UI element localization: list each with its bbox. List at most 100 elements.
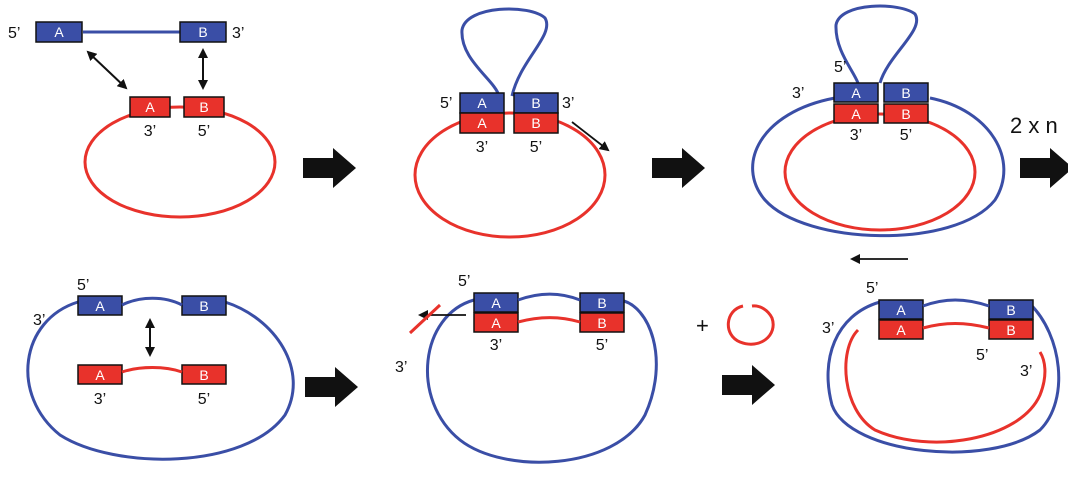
probe-arm-a-label: A [54,24,64,40]
panel-1: A B 5’ 3’ A B 3’ 5’ [8,21,277,219]
new-template-bridge [121,366,183,374]
step-arrow-2 [652,148,705,188]
panel-3: A B A B 5’ 3’ 3’ 5’ 2 x n [751,4,1068,238]
product-bridge [517,292,581,302]
step-arrow-5 [722,365,775,405]
probe-loop [834,4,919,84]
probe-arm-b [883,82,929,103]
template-site-a-label: A [851,106,861,122]
panel-5: A B A B 5’ 3’ 3’ 5’ + [395,273,775,464]
template-5prime-label: 5’ [198,123,210,140]
probe-arm-a [833,82,879,103]
template-3prime-label: 3’ [1020,363,1032,380]
circular-template [783,112,977,232]
product-site-b [579,292,625,313]
product-site-a-label: A [95,298,105,314]
product-site-b [181,295,227,316]
product-site-b-label: B [199,298,208,314]
template-site-a-label: A [477,115,487,131]
new-template-3prime-label: 3’ [94,391,106,408]
circular-template [83,105,277,219]
product-strand [826,300,1061,454]
probe-arm-b-label: B [198,24,207,40]
template-bridge [922,322,990,330]
circular-product-strand [26,300,295,461]
template-site-a-label: A [896,322,906,338]
new-template-strand [844,328,1047,444]
template-site-b [988,319,1034,340]
product-3prime-label: 3’ [33,312,45,329]
small-circular-template [726,304,775,346]
template-site-b [183,96,225,118]
panel-2: A B A B 5’ 3’ 3’ 5’ [413,7,610,239]
extension-direction-arrow [571,121,610,152]
product-site-a-label: A [491,295,501,311]
product-site-a-label: A [896,302,906,318]
probe-5prime-label: 5’ [440,95,452,112]
template-site-b-label: B [901,106,910,122]
template-site-a [473,312,519,333]
new-template-b-label: B [199,367,208,383]
template-3prime-label: 3’ [490,337,502,354]
product-5prime-label: 5’ [458,273,470,290]
step-arrow-4 [305,367,358,407]
product-site-a [473,292,519,313]
template-5prime-label: 5’ [530,139,542,156]
product-site-a [77,295,123,316]
probe-arm-b-label: B [901,85,910,101]
template-site-a [129,96,171,118]
circular-template [413,111,607,239]
panel-6: A B A B 5’ 3’ 5’ 3’ [822,280,1061,454]
probe-loop [460,7,549,97]
product-site-a [878,299,924,320]
product-5prime-label: 5’ [77,277,89,294]
probe-5prime-label: 5’ [834,59,846,76]
circular-product-strand [426,298,658,464]
template-site-b-label: B [1006,322,1015,338]
probe-arm-a-label: A [477,95,487,111]
probe-arm-a [35,21,83,43]
new-template-a-label: A [95,367,105,383]
extended-strand [751,96,1006,238]
probe-arm-a-label: A [851,85,861,101]
template-5prime-label: 5’ [976,347,988,364]
template-5prime-label: 5’ [596,337,608,354]
template-site-b [883,103,929,124]
product-3prime-label: 3’ [395,359,407,376]
template-site-b [579,312,625,333]
product-site-b [988,299,1034,320]
probe-5prime-label: 5’ [8,25,20,42]
probe-arm-b-label: B [531,95,540,111]
cleavage-mark [408,303,442,335]
step-arrow-3 [1020,148,1068,188]
template-bridge [517,316,581,324]
product-bridge [922,298,990,308]
template-site-b-label: B [199,99,208,115]
product-5prime-label: 5’ [866,280,878,297]
probe-3prime-label: 3’ [562,95,574,112]
new-template-a [77,364,123,385]
template-3prime-label: 3’ [476,139,488,156]
template-site-b [513,112,559,134]
panel-4: A B 5’ 3’ A B 3’ 5’ [26,277,295,461]
product-bridge [121,296,183,307]
cycle-count-label: 2 x n [1010,113,1058,138]
template-site-b-label: B [597,315,606,331]
step-arrow-1 [303,148,356,188]
template-site-a-label: A [491,315,501,331]
template-site-a-label: A [145,99,155,115]
new-template-b [181,364,227,385]
strand-3prime-label: 3’ [792,85,804,102]
product-site-b-label: B [1006,302,1015,318]
plus-sign: + [696,313,709,338]
template-3prime-label: 3’ [144,123,156,140]
template-site-a [833,103,879,124]
template-3prime-label: 3’ [850,127,862,144]
product-site-b-label: B [597,295,606,311]
template-site-a [878,319,924,340]
template-5prime-label: 5’ [900,127,912,144]
template-site-b-label: B [531,115,540,131]
hybridize-arrow-a [86,50,128,90]
new-template-5prime-label: 5’ [198,391,210,408]
